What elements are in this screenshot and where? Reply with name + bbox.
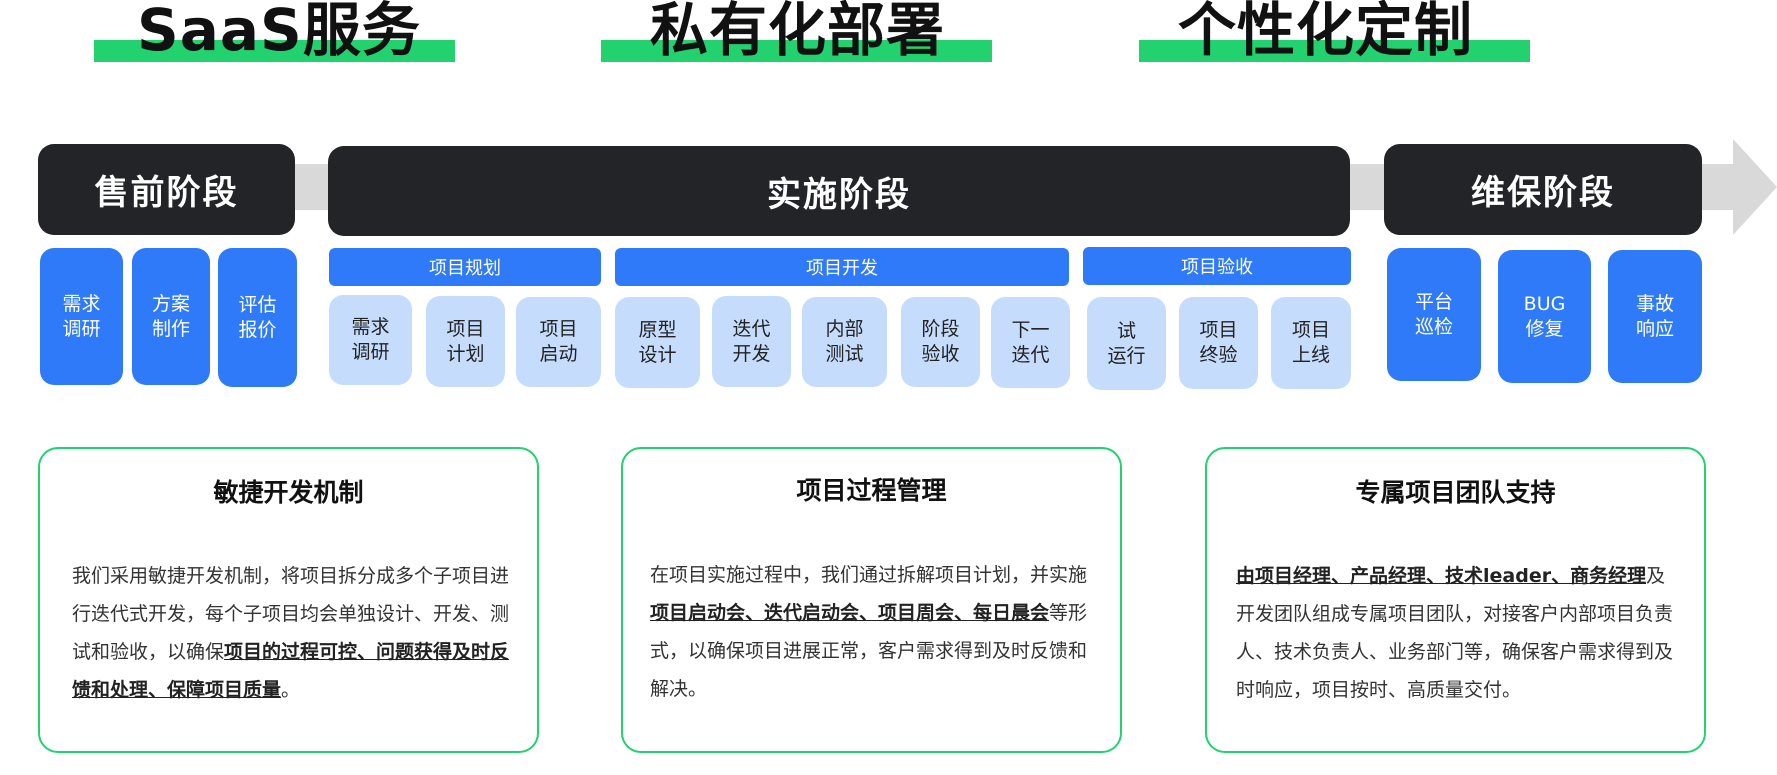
stage-maintenance: 维保阶段	[1384, 144, 1702, 235]
maintenance-item: BUG 修复	[1498, 250, 1591, 383]
service-title-saas: SaaS服务	[137, 0, 421, 64]
development-item: 内部 测试	[802, 297, 887, 387]
phase-header-acceptance: 项目验收	[1083, 247, 1351, 285]
planning-item: 需求 调研	[329, 295, 412, 385]
presale-item: 需求 调研	[40, 248, 123, 385]
development-item: 原型 设计	[615, 297, 700, 388]
acceptance-item: 项目 终验	[1179, 297, 1258, 389]
card-title: 敏捷开发机制	[213, 478, 364, 507]
service-underline-private	[601, 40, 992, 62]
card-text-after: 及开发团队组成专属项目团队，对接客户内部项目负责人、技术负责人、业务部门等，确保…	[1236, 565, 1674, 701]
phase-header-planning: 项目规划	[329, 248, 601, 286]
card-highlight: 项目启动会、迭代启动会、项目周会、每日晨会	[650, 602, 1050, 624]
acceptance-item: 试 运行	[1087, 297, 1166, 390]
development-item: 下一 迭代	[991, 297, 1070, 388]
card-body: 我们采用敏捷开发机制，将项目拆分成多个子项目进行迭代式开发，每个子项目均会单独设…	[72, 557, 512, 709]
service-title-custom: 个性化定制	[1178, 0, 1474, 64]
card-body: 在项目实施过程中，我们通过拆解项目计划，并实施项目启动会、迭代启动会、项目周会、…	[650, 556, 1095, 708]
maintenance-item: 事故 响应	[1608, 250, 1702, 383]
card-highlight: 由项目经理、产品经理、技术leader、商务经理	[1236, 565, 1647, 587]
timeline-arrow-head	[1733, 139, 1777, 235]
acceptance-item: 项目 上线	[1271, 297, 1351, 389]
card-highlight: 项目的过程可控、问题获得及时反馈和处理、保障项目质量	[72, 641, 510, 701]
development-item: 迭代 开发	[712, 296, 791, 387]
presale-item: 评估 报价	[218, 248, 297, 387]
service-title-private: 私有化部署	[650, 0, 946, 64]
card-text-before: 在项目实施过程中，我们通过拆解项目计划，并实施	[650, 564, 1088, 586]
presale-item: 方案 制作	[132, 248, 210, 385]
phase-header-development: 项目开发	[615, 248, 1069, 286]
card-title: 专属项目团队支持	[1355, 478, 1556, 507]
card-body: 由项目经理、产品经理、技术leader、商务经理及开发团队组成专属项目团队，对接…	[1236, 557, 1678, 709]
development-item: 阶段 验收	[901, 297, 980, 387]
maintenance-item: 平台 巡检	[1387, 248, 1481, 381]
card-process-management: 项目过程管理 在项目实施过程中，我们通过拆解项目计划，并实施项目启动会、迭代启动…	[621, 447, 1122, 753]
service-underline-saas	[94, 40, 455, 62]
card-agile-development: 敏捷开发机制 我们采用敏捷开发机制，将项目拆分成多个子项目进行迭代式开发，每个子…	[38, 447, 539, 753]
stage-implementation: 实施阶段	[328, 146, 1350, 236]
planning-item: 项目 启动	[516, 297, 601, 387]
card-text-before: 我们采用敏捷开发机制，将项目拆分成多个子项目进行迭代式开发，每个子项目均会单独设…	[72, 565, 510, 663]
stage-presale: 售前阶段	[38, 144, 295, 235]
card-dedicated-team: 专属项目团队支持 由项目经理、产品经理、技术leader、商务经理及开发团队组成…	[1205, 447, 1706, 753]
card-text-after: 等形式，以确保项目进展正常，客户需求得到及时反馈和解决。	[650, 602, 1088, 700]
planning-item: 项目 计划	[426, 296, 505, 387]
service-underline-custom	[1139, 40, 1530, 62]
card-title: 项目过程管理	[796, 476, 947, 505]
card-text-after: 。	[281, 679, 301, 701]
